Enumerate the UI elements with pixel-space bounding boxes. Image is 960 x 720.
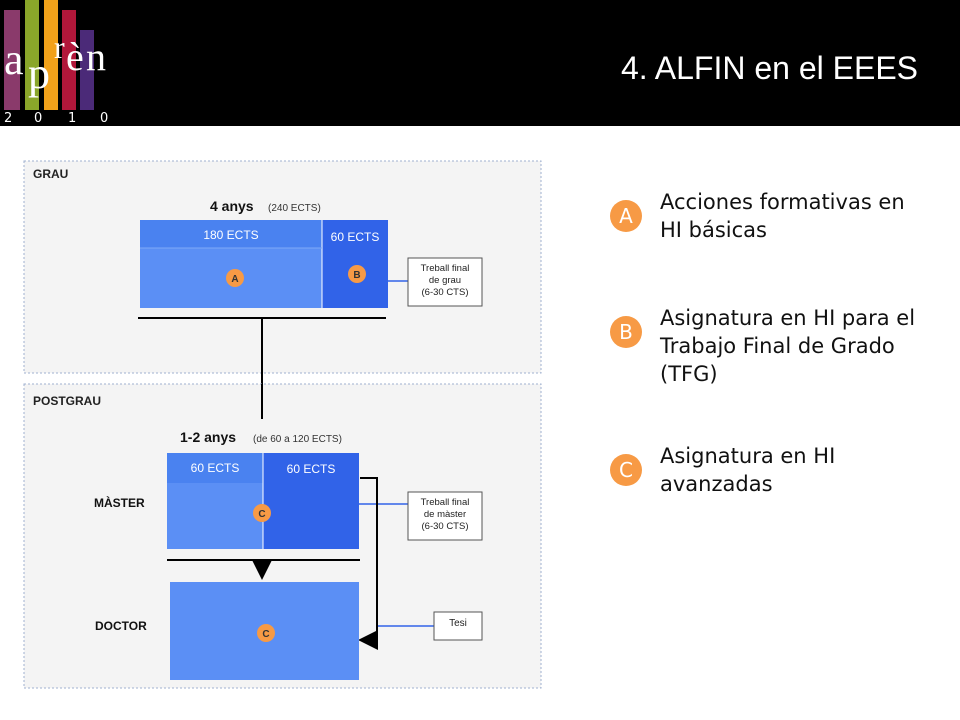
svg-text:1: 1 [68, 111, 76, 126]
master-final-work-box [407, 491, 483, 541]
svg-text:r: r [54, 29, 65, 65]
doctor-label: DOCTOR [95, 619, 147, 633]
grau-duration-note: (240 ECTS) [268, 203, 321, 214]
master-block-left-label: 60 ECTS [191, 461, 240, 475]
master-final-work-line3: (6-30 CTS) [422, 521, 469, 532]
master-block-right [263, 453, 359, 549]
legend-text-b: Asignatura en HI para el Trabajo Final d… [660, 306, 916, 386]
postgrau-section-label: POSTGRAU [33, 394, 101, 408]
postgrau-duration-note: (de 60 a 120 ECTS) [253, 434, 342, 445]
legend-text-a: Acciones formativas en HI básicas [660, 190, 905, 242]
master-marker-c-label: C [258, 509, 265, 520]
grau-block-180-header [140, 220, 322, 248]
postgrau-duration: 1-2 anys [180, 429, 236, 445]
svg-text:è: è [66, 34, 84, 79]
svg-text:p: p [28, 49, 50, 98]
grau-final-work-line2: de grau [429, 275, 461, 286]
master-to-doctor-bracket [358, 477, 378, 650]
header-bar: a p r è n 2 0 1 0 4. ALFIN en el EEES [0, 0, 960, 126]
thesis-box [433, 611, 483, 641]
doctor-marker-c [257, 624, 275, 642]
badge-c: C [610, 454, 642, 486]
slide-title: 4. ALFIN en el EEES [620, 50, 918, 86]
doctor-marker-c-label: C [262, 629, 269, 640]
grau-duration: 4 anys [210, 198, 254, 214]
svg-text:n: n [86, 34, 106, 79]
grau-marker-a-label: A [231, 274, 238, 285]
svg-text:2: 2 [4, 111, 12, 126]
master-final-work-line2: de màster [424, 509, 466, 520]
grau-marker-a [226, 269, 244, 287]
legend-text-c: Asignatura en HI avanzadas [660, 444, 836, 496]
grau-marker-b-label: B [353, 270, 360, 281]
ects-structure-diagram: GRAU 4 anys (240 ECTS) 180 ECTS 60 ECTS … [23, 160, 542, 689]
badge-a: A [610, 200, 642, 232]
master-block-left-header [167, 453, 263, 483]
grau-marker-b [348, 265, 366, 283]
svg-text:a: a [4, 35, 24, 84]
svg-text:0: 0 [34, 111, 42, 126]
master-marker-c [253, 504, 271, 522]
thesis-label: Tesi [449, 618, 467, 629]
legend-panel: A Acciones formativas en HI básicas B As… [560, 126, 960, 720]
master-block-right-label: 60 ECTS [287, 462, 336, 476]
grau-block-180-label: 180 ECTS [203, 228, 258, 242]
grau-final-work-line3: (6-30 CTS) [422, 287, 469, 298]
grau-final-work-box [407, 257, 483, 307]
grau-final-work-line1: Treball final [421, 263, 470, 274]
master-final-work-line1: Treball final [421, 497, 470, 508]
svg-text:0: 0 [100, 111, 108, 126]
grau-block-60 [322, 220, 388, 308]
master-label: MÀSTER [94, 495, 145, 510]
badge-b: B [610, 316, 642, 348]
grau-section-label: GRAU [33, 167, 68, 181]
grau-block-60-label: 60 ECTS [331, 230, 380, 244]
apren-logo: a p r è n 2 0 1 0 [4, 0, 108, 126]
